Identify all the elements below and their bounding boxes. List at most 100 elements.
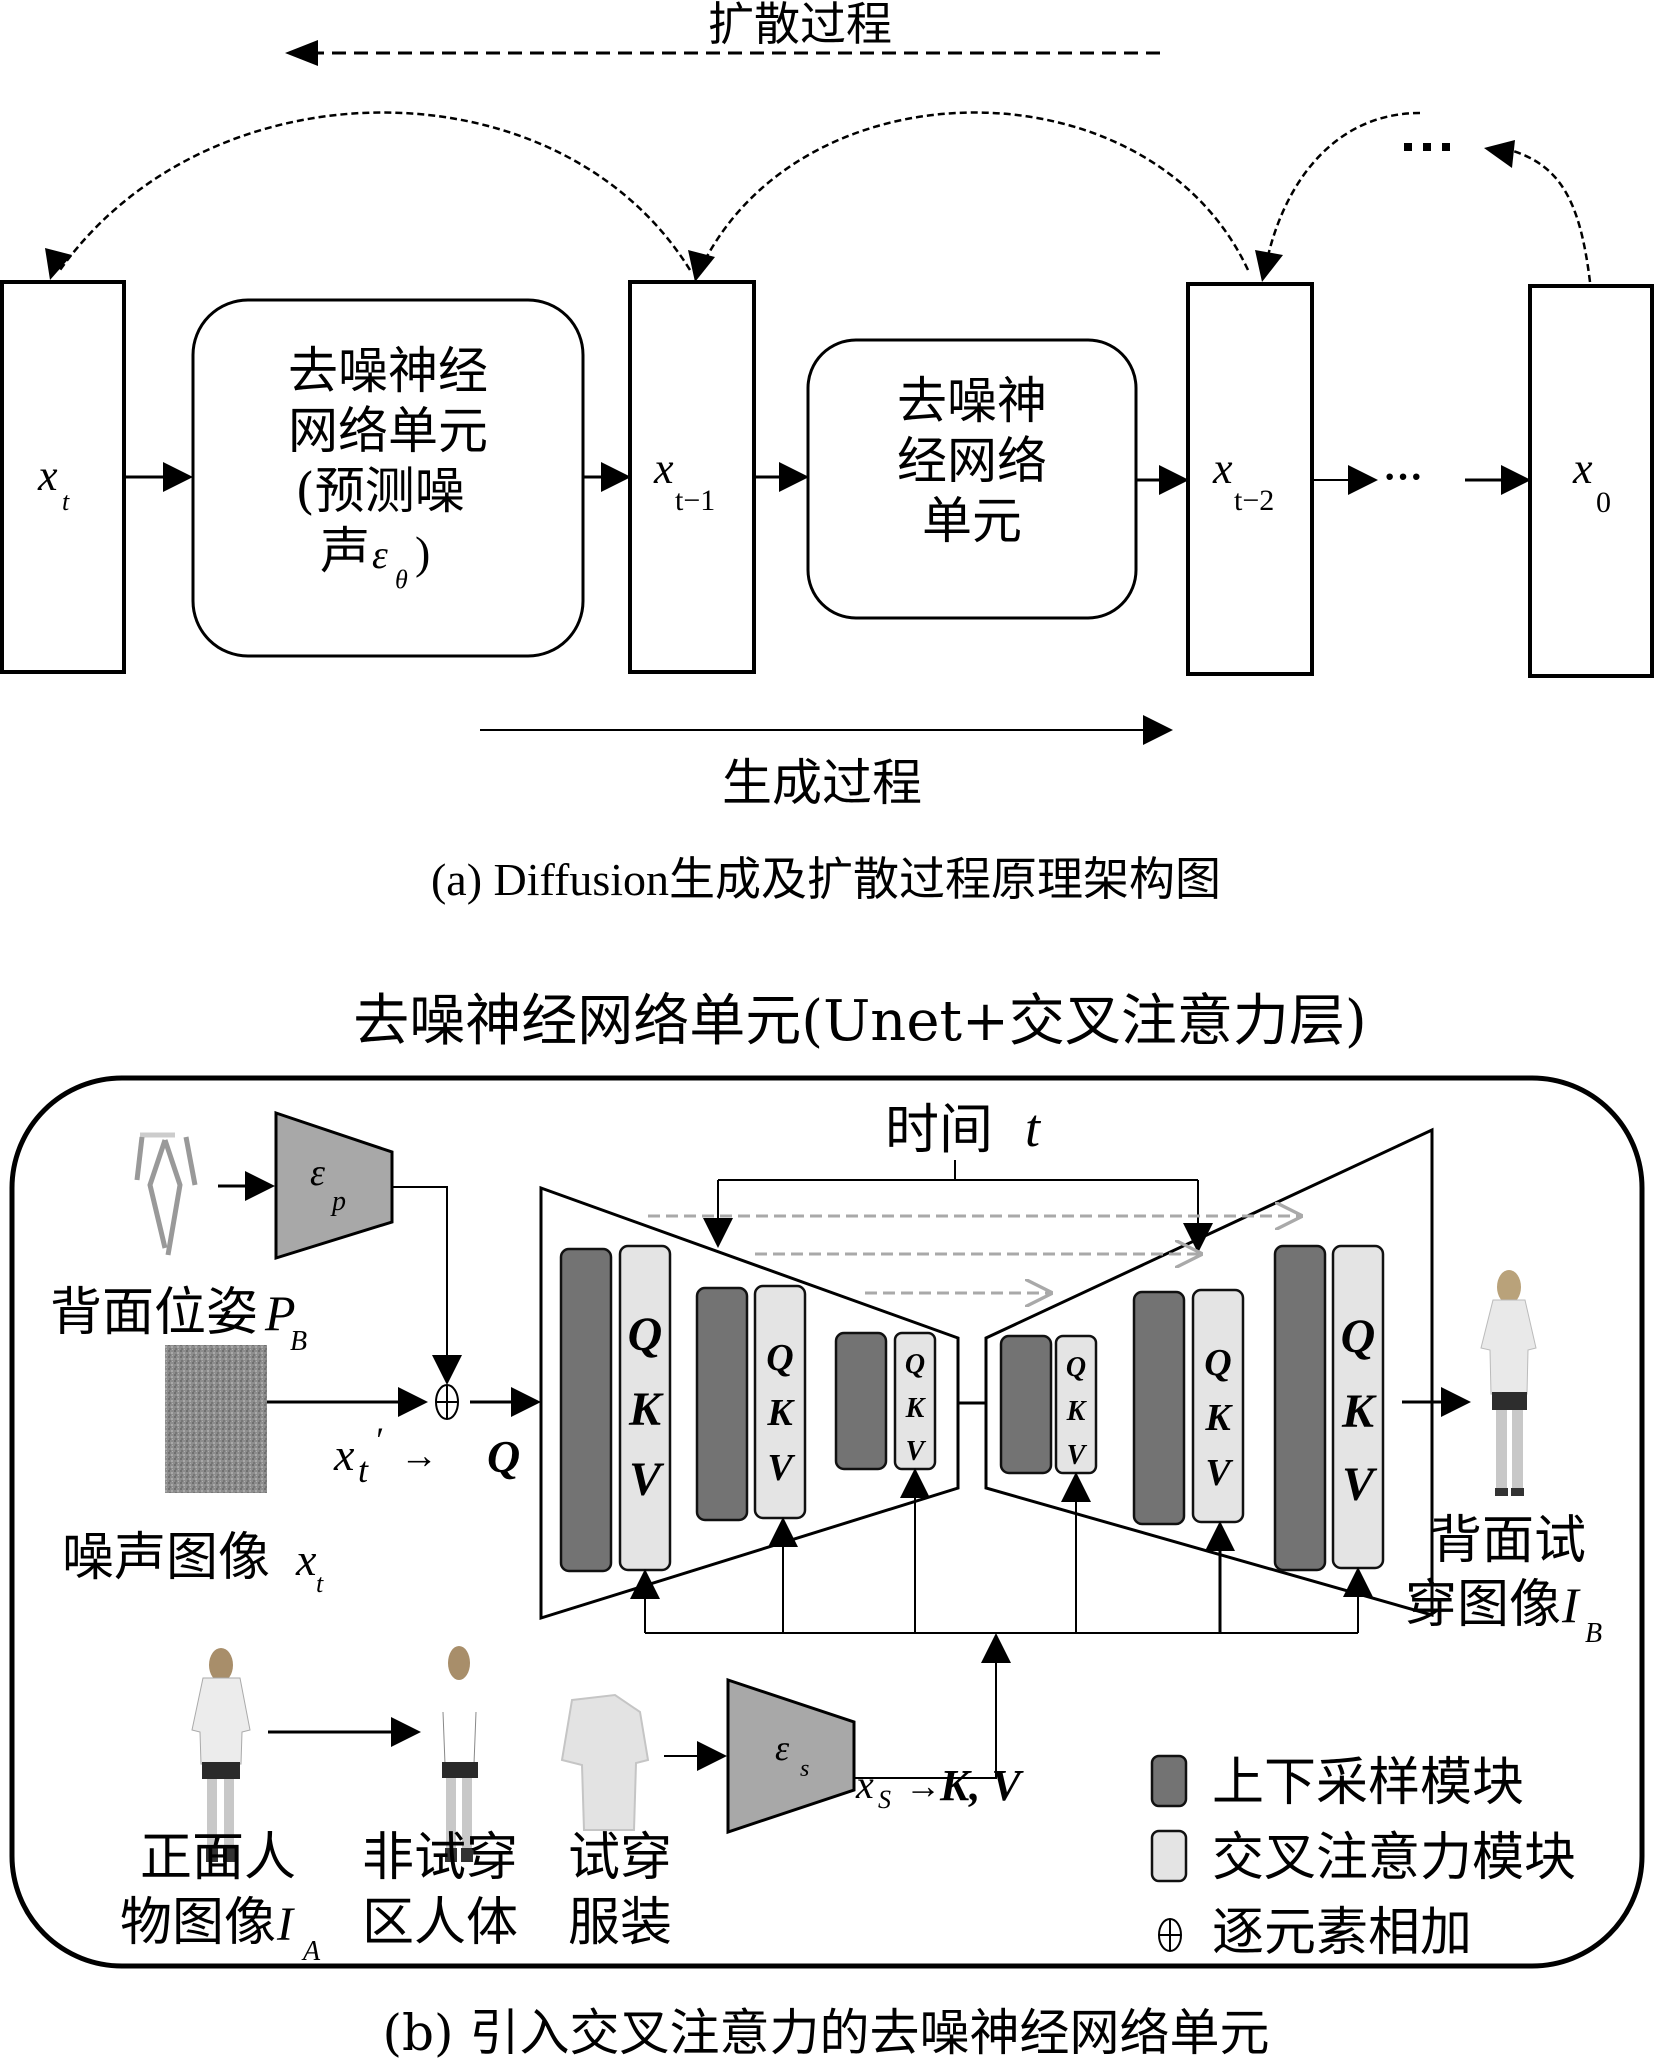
denoise-unit-2: 去噪神 经网络 单元 (806, 338, 1138, 620)
svg-text:Q: Q (1066, 1352, 1086, 1383)
decoder-level-1: Q K V (1273, 1244, 1385, 1572)
svg-text:背面试: 背面试 (1430, 1511, 1586, 1571)
svg-text:单元: 单元 (922, 492, 1022, 550)
svg-text:(预测噪: (预测噪 (295, 462, 465, 520)
svg-text:x: x (855, 1762, 874, 1807)
svg-text:V: V (1067, 1440, 1088, 1471)
svg-text:A: A (301, 1936, 321, 1967)
svg-text:区人体: 区人体 (362, 1893, 518, 1953)
svg-text:服装: 服装 (568, 1893, 672, 1953)
svg-text:穿图像: 穿图像 (1405, 1575, 1561, 1635)
decoder-level-2: Q K V (1132, 1288, 1245, 1526)
svg-text:Q: Q (487, 1431, 520, 1482)
curve-arrowhead-icon (45, 248, 72, 280)
svg-text:ε: ε (775, 1728, 790, 1768)
noise-label: 噪声图像 x t (62, 1528, 324, 1598)
svg-text:K: K (1204, 1397, 1233, 1439)
svg-text:Q: Q (905, 1349, 925, 1380)
diffusion-arrowhead-icon (285, 40, 318, 66)
svg-text:试穿: 试穿 (568, 1828, 672, 1888)
svg-text:θ: θ (395, 565, 408, 594)
svg-text:交叉注意力模块: 交叉注意力模块 (1212, 1828, 1576, 1888)
encoder-level-2: Q K V (695, 1284, 807, 1522)
svg-text:t−2: t−2 (1234, 484, 1274, 517)
time-label: 时间 (885, 1098, 993, 1161)
curve-arrowhead-icon (1484, 140, 1515, 168)
time-variable: t (1025, 1098, 1042, 1158)
elementwise-add-icon (1158, 1918, 1182, 1952)
decoder-level-3: Q K V (999, 1334, 1098, 1475)
xt-prime-to-q-label: x t ′ → Q (333, 1420, 520, 1490)
svg-text:0: 0 (1596, 486, 1611, 519)
svg-text:网络单元: 网络单元 (288, 402, 488, 460)
curve-arrow-x0-to-dots (1509, 148, 1592, 283)
svg-text:I: I (276, 1898, 295, 1951)
svg-text:p: p (330, 1186, 346, 1217)
svg-text:K: K (628, 1383, 664, 1436)
svg-text:Q: Q (628, 1308, 663, 1361)
state-box-xt: x t (0, 280, 126, 674)
svg-text:P: P (264, 1285, 296, 1341)
conditioning-bus (630, 1468, 1373, 1779)
svg-text:V: V (1342, 1458, 1378, 1511)
non-tryon-label: 非试穿 区人体 (362, 1828, 518, 1953)
svg-text:B: B (290, 1326, 307, 1357)
svg-text:ε: ε (310, 1152, 325, 1194)
part-b: 去噪神经网络单元(Unet+交叉注意力层) 时间 t ε p 背面位姿 (9, 989, 1645, 2062)
curve-arrow-dots-to-xt2 (1263, 111, 1421, 271)
generation-process-label: 生成过程 (722, 754, 922, 812)
svg-text:x: x (295, 1534, 317, 1585)
up-sample-block (1132, 1290, 1186, 1526)
svg-text:B: B (1585, 1618, 1602, 1649)
pose-label: 背面位姿 P B (50, 1283, 307, 1357)
svg-text:声: 声 (320, 522, 370, 580)
svg-text:噪声图像: 噪声图像 (62, 1528, 270, 1588)
output-back-view-person-image (1480, 1270, 1537, 1496)
curve-arrowhead-icon (1255, 250, 1283, 282)
svg-text:经网络: 经网络 (897, 432, 1047, 490)
caption-a: (a) Diffusion生成及扩散过程原理架构图 (431, 854, 1221, 905)
unet-decoder-trapezoid (984, 1127, 1434, 1617)
xs-to-kv-label: x S (855, 1762, 891, 1814)
svg-text:′: ′ (374, 1420, 383, 1460)
curve-arrowhead-icon (688, 250, 715, 282)
svg-text:V: V (906, 1436, 927, 1467)
state-box-xt-minus-2: x t−2 (1186, 282, 1314, 676)
down-sample-block (559, 1247, 613, 1573)
legend-item-cross-attention: 交叉注意力模块 (1150, 1828, 1576, 1888)
svg-text:Q: Q (1341, 1310, 1376, 1363)
legend: 上下采样模块 交叉注意力模块 逐元素相加 (1150, 1753, 1576, 1963)
xs-arrow: → (905, 1766, 941, 1806)
svg-text:V: V (1205, 1452, 1233, 1494)
curve-arrow-xt1-to-xt (58, 111, 692, 271)
elementwise-add-icon (435, 1384, 459, 1420)
svg-text:去噪神经: 去噪神经 (288, 342, 488, 400)
output-label: 背面试 穿图像 I B (1405, 1511, 1602, 1649)
svg-text:ε: ε (372, 532, 388, 577)
denoise-unit-frame (9, 1075, 1645, 1969)
svg-text:Q: Q (766, 1337, 793, 1379)
svg-text:x: x (1572, 444, 1593, 493)
svg-text:t: t (358, 1450, 369, 1490)
svg-text:背面位姿: 背面位姿 (50, 1283, 258, 1343)
svg-text:物图像: 物图像 (120, 1893, 276, 1953)
noise-image (165, 1345, 267, 1493)
denoise-unit-1: 去噪神经 网络单元 (预测噪 声 ε θ ) (191, 298, 585, 658)
svg-text:K: K (766, 1392, 795, 1434)
non-tryon-person-image (442, 1646, 478, 1862)
state-box-x0: x 0 (1528, 284, 1654, 678)
unet-encoder-trapezoid (539, 1185, 960, 1621)
svg-text:V: V (629, 1453, 665, 1506)
down-sample-block (695, 1286, 749, 1522)
curve-ellipsis-icon (1404, 143, 1450, 151)
caption-b: (b) 引入交叉注意力的去噪神经网络单元 (383, 2004, 1270, 2062)
pose-encoder: ε p (274, 1110, 394, 1261)
curve-arrow-xt2-to-xt1 (698, 111, 1250, 271)
legend-item-down-up-sample: 上下采样模块 (1150, 1753, 1524, 1813)
svg-text:去噪神: 去噪神 (897, 372, 1047, 430)
svg-text:→: → (400, 1435, 438, 1477)
svg-text:Q: Q (1204, 1342, 1231, 1384)
legend-item-elementwise-add: 逐元素相加 (1158, 1903, 1472, 1963)
down-sample-block (834, 1331, 888, 1471)
svg-text:t: t (316, 1569, 324, 1598)
